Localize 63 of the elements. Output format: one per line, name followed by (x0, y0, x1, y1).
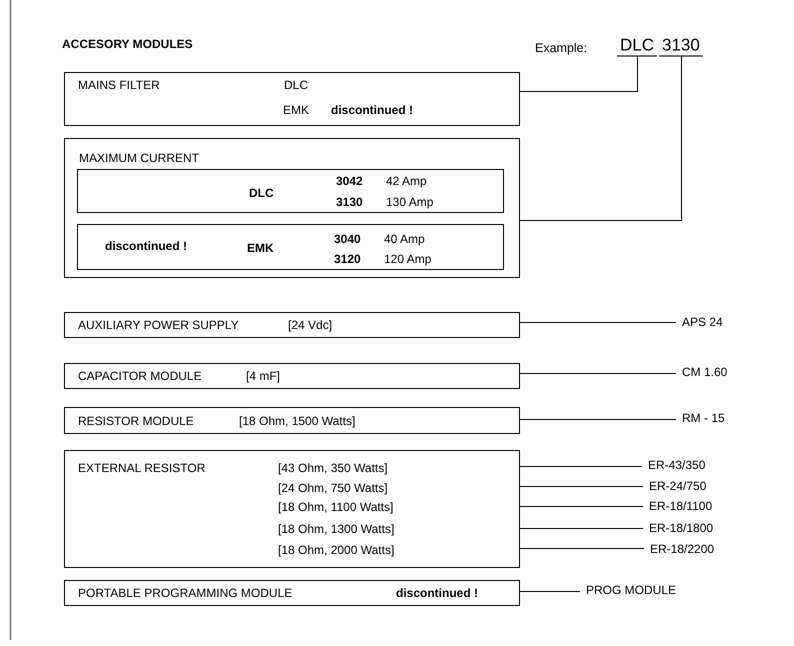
connector-line (520, 486, 644, 487)
module-box (64, 450, 520, 568)
connector-line (520, 56, 638, 92)
module-box (64, 72, 520, 126)
module-text: EXTERNAL RESISTOR (78, 461, 206, 475)
module-text: 42 Amp (386, 174, 427, 188)
connector-line (520, 591, 580, 592)
part-code: CM 1.60 (682, 364, 728, 380)
module-box (64, 138, 520, 278)
module-text: 40 Amp (384, 232, 425, 246)
example-label: Example: (535, 41, 588, 55)
module-text: CAPACITOR MODULE (78, 369, 202, 383)
module-box (64, 580, 520, 606)
module-text: [24 Ohm, 750 Watts] (278, 481, 388, 495)
bold-text: discontinued ! (396, 586, 478, 600)
part-code: ER-43/350 (648, 457, 706, 473)
connector-line (520, 548, 644, 549)
connector-line (520, 373, 676, 374)
bold-text: 3040 (334, 232, 361, 246)
connector-line (520, 506, 644, 507)
part-code: ER-18/1100 (649, 498, 712, 514)
code-segment: 3130 (659, 36, 703, 56)
title: ACCESORY MODULES (62, 37, 193, 51)
part-code: ER-18/1800 (649, 520, 714, 536)
module-text: [18 Ohm, 2000 Watts] (278, 543, 394, 557)
connector-line (520, 56, 682, 221)
module-text: MAINS FILTER (78, 78, 160, 92)
module-text: RESISTOR MODULE (78, 414, 194, 428)
module-text: PORTABLE PROGRAMMING MODULE (78, 586, 292, 600)
module-text: 130 Amp (386, 195, 434, 209)
module-text: [24 Vdc] (288, 318, 332, 332)
module-box (64, 363, 520, 389)
code-segment: DLC (617, 36, 658, 56)
bold-text: 3130 (336, 195, 363, 209)
module-text: AUXILIARY POWER SUPPLY (78, 318, 239, 332)
connector-line (520, 322, 676, 323)
connector-line (520, 466, 642, 467)
module-text: EMK (283, 103, 310, 117)
module-text: [43 Ohm, 350 Watts] (278, 461, 388, 475)
part-code: ER-24/750 (649, 478, 706, 494)
module-text: 120 Amp (384, 252, 432, 266)
bold-text: 3042 (336, 174, 363, 188)
module-box (64, 407, 520, 434)
module-text: [4 mF] (246, 369, 280, 383)
part-code: RM - 15 (682, 410, 725, 426)
bold-text: DLC (249, 186, 274, 200)
module-text: DLC (284, 78, 308, 92)
bold-text: discontinued ! (331, 103, 413, 117)
part-code: APS 24 (682, 314, 723, 330)
module-box (64, 312, 520, 338)
module-text: [18 Ohm, 1500 Watts] (239, 414, 356, 428)
connector-line (520, 528, 644, 529)
variant-box (77, 169, 504, 213)
part-code: PROG MODULE (586, 582, 676, 598)
variant-box (77, 224, 504, 270)
connector-line (520, 419, 676, 420)
module-text: [18 Ohm, 1100 Watts] (278, 500, 394, 514)
part-code: ER-18/2200 (650, 541, 714, 557)
bold-text: discontinued ! (105, 239, 187, 253)
module-text: [18 Ohm, 1300 Watts] (278, 522, 394, 536)
module-text: MAXIMUM CURRENT (79, 151, 199, 165)
bold-text: 3120 (334, 252, 361, 266)
bold-text: EMK (247, 241, 274, 255)
